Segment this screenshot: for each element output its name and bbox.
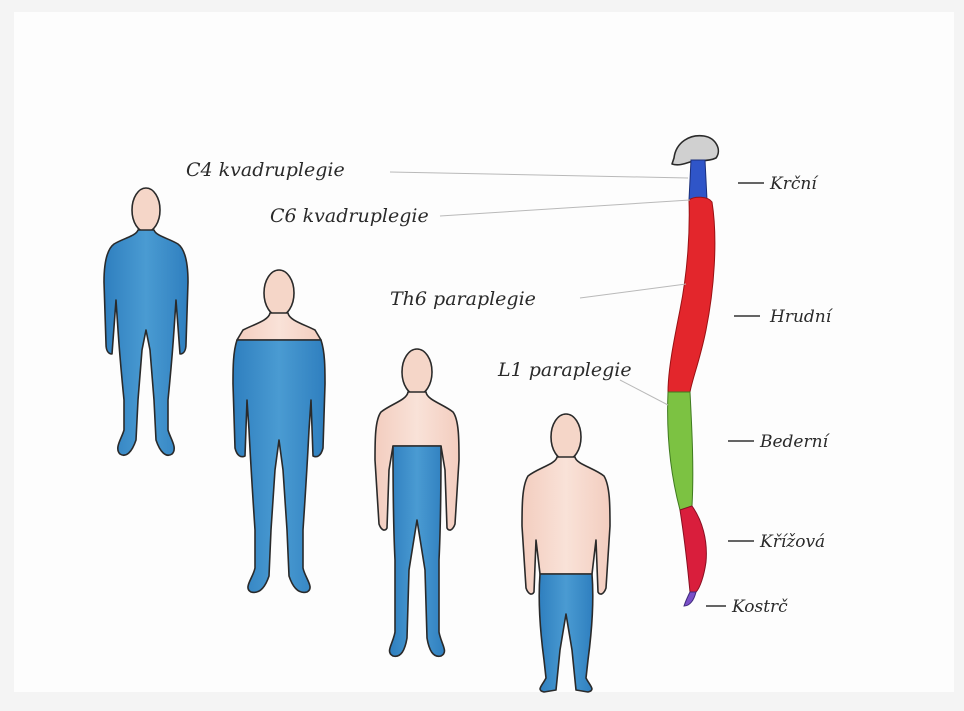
label-thoracic: Hrudní	[769, 307, 834, 327]
figure-l1-head	[551, 414, 581, 460]
figure-c6-head	[264, 270, 294, 316]
spine-cervical	[689, 160, 707, 200]
label-sacral: Křížová	[759, 532, 825, 552]
label-l1: L1 paraplegie	[497, 359, 632, 381]
figure-th6-head	[402, 349, 432, 395]
label-c6: C6 kvadruplegie	[270, 205, 429, 227]
figure-c4-head	[132, 188, 160, 232]
label-c4: C4 kvadruplegie	[186, 159, 345, 181]
label-coccyx: Kostrč	[731, 597, 788, 617]
label-cervical: Krční	[769, 174, 819, 194]
label-lumbar: Bederní	[759, 432, 831, 452]
label-th6: Th6 paraplegie	[390, 288, 536, 310]
